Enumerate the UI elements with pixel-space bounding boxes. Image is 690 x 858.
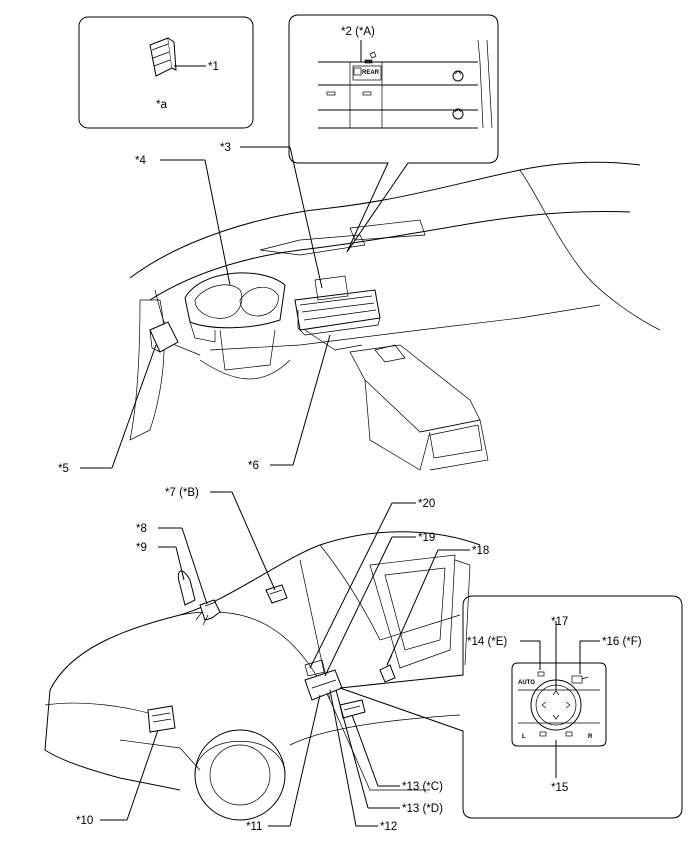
label-10: *10 [76,815,93,827]
label-9: *9 [136,542,147,554]
mirror-switch-panel: AUTO L R [511,662,607,747]
label-15: *15 [551,782,568,794]
label-8: *8 [136,523,147,535]
auto-text: AUTO [518,680,535,686]
headlight-module [147,705,176,733]
label-11: *11 [246,821,262,833]
control-unit-part [149,37,177,77]
ac-control-panel [294,275,381,351]
label-13-d: *13 (*D) [402,803,443,815]
label-14: *14 (*E) [467,636,507,648]
front-wheel [194,729,286,821]
select-left-text: L [522,734,526,740]
roof-sensor [195,599,221,626]
fender-sensor [177,570,196,606]
rear-defog-text: REAR [362,70,380,76]
label-13-c: *13 (*C) [402,781,443,793]
label-6: *6 [248,460,259,472]
dashboard-illustration [129,161,661,471]
inset-caption-a: *a [156,99,167,111]
label-12: *12 [380,821,397,833]
label-4: *4 [135,155,146,167]
label-5: *5 [58,463,69,475]
left-side-ecu [149,321,179,353]
label-2: *2 (*A) [341,26,375,38]
select-right-text: R [588,734,593,740]
knob-upper-icon [452,70,464,82]
inset-box-ac-panel: *2 (*A) REAR [288,14,499,253]
label-1: *1 [208,61,219,73]
rear-door-part [379,654,396,683]
center-console [349,344,489,471]
inner-mirror [265,584,288,604]
vehicle-illustration [44,531,481,821]
label-20: *20 [418,498,435,510]
right-indicator [565,731,573,737]
label-17: *17 [551,616,568,628]
label-16: *16 (*F) [602,636,642,648]
auto-indicator [537,671,545,677]
ac-panel-detail: REAR [318,39,493,129]
label-3: *3 [220,142,231,154]
inset-box-mirror-switch: AUTO L R [339,595,683,819]
label-19: *19 [418,532,435,544]
mirror-fold-icon [571,675,589,684]
label-7: *7 (*B) [165,487,199,499]
instrument-cluster [184,272,286,371]
mirror-switch-on-door [304,659,366,719]
label-18: *18 [472,545,489,557]
inset-box-a: *1 *a [78,16,254,129]
left-indicator [539,731,547,737]
